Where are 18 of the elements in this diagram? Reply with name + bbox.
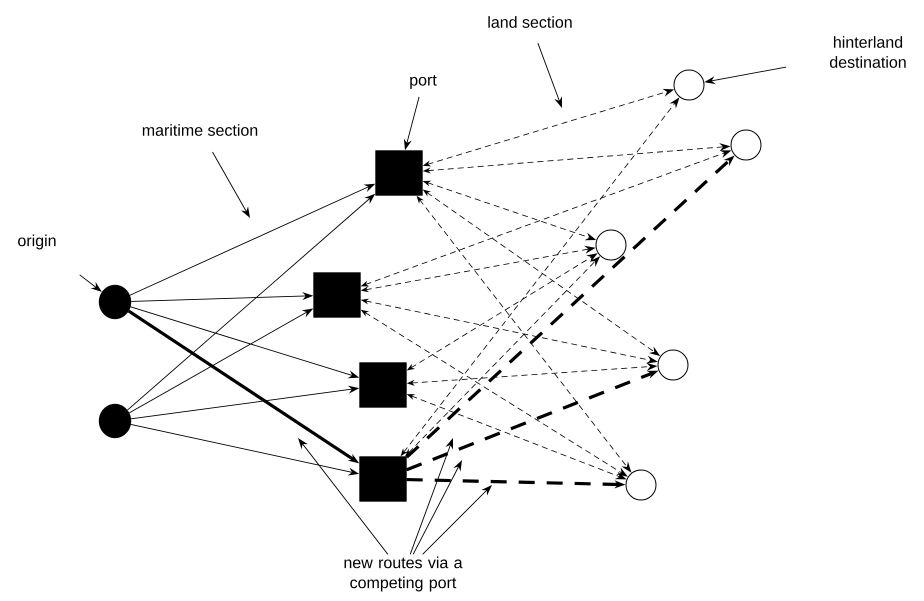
port-square: [359, 362, 407, 408]
origin-dot: [98, 404, 132, 438]
leader-line: [422, 485, 492, 555]
text-label: hinterland destination: [830, 36, 906, 68]
port-square: [359, 456, 407, 502]
text-label: land section: [488, 16, 572, 28]
destination-circle: [730, 130, 762, 160]
text-label: maritime section: [142, 124, 258, 136]
port-square: [375, 150, 423, 196]
port-square: [313, 272, 361, 318]
destination-circle: [596, 230, 626, 260]
text-label: new routes via a competing port: [344, 556, 463, 592]
text-label: port: [410, 75, 437, 89]
origin-dot: [98, 284, 132, 320]
destination-circle: [658, 350, 688, 380]
destination-circle: [626, 470, 656, 500]
text-label: origin: [18, 234, 56, 250]
destination-circle: [674, 70, 704, 100]
